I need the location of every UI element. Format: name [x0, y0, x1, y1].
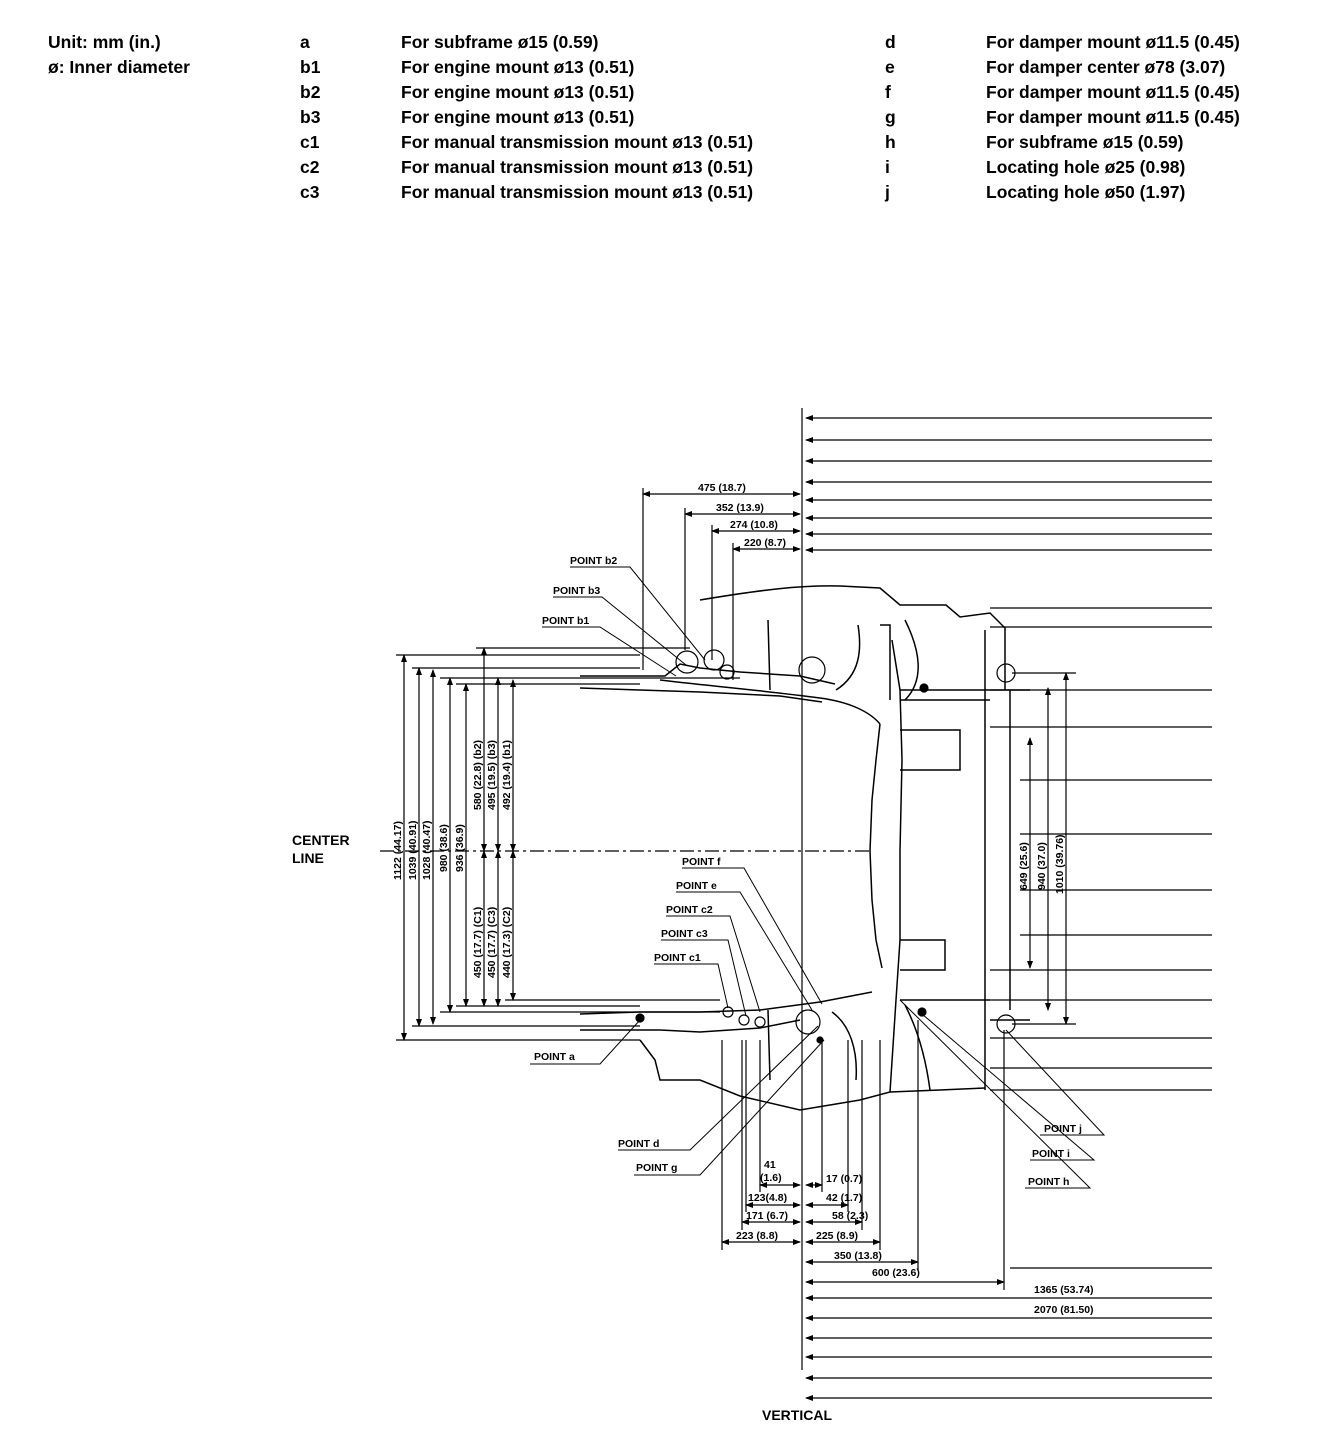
- point-j-label: POINT j: [1044, 1123, 1082, 1135]
- point-b2-label: POINT b2: [570, 555, 617, 567]
- dim-352: 352 (13.9): [716, 502, 764, 514]
- dim-580-b2: 580 (22.8) (b2): [472, 740, 484, 810]
- point-e-label: POINT e: [676, 880, 717, 892]
- bottom-dimension-lines: [721, 1020, 1005, 1290]
- legend-key-b3: b3: [300, 107, 321, 127]
- legend-desc-b3: For engine mount ø13 (0.51): [401, 107, 635, 127]
- dim-440-c2: 440 (17.3) (C2): [501, 907, 513, 978]
- point-c1-label: POINT c1: [654, 952, 701, 964]
- dim-42: 42 (1.7): [826, 1192, 862, 1204]
- dim-58: 58 (2.3): [832, 1210, 868, 1222]
- legend-desc-e: For damper center ø78 (3.07): [986, 57, 1226, 77]
- legend-key-j: j: [885, 182, 890, 202]
- legend-key-i: i: [885, 157, 890, 177]
- dim-350: 350 (13.8): [834, 1250, 882, 1262]
- left-dimension-lines: [380, 647, 872, 1041]
- frame-outline: [579, 585, 1030, 1111]
- point-b3-label: POINT b3: [553, 585, 600, 597]
- legend-key-b1: b1: [300, 57, 321, 77]
- dim-123: 123(4.8): [748, 1192, 787, 1204]
- legend-desc-c2: For manual transmission mount ø13 (0.51): [401, 157, 754, 177]
- dim-1039: 1039 (40.91): [407, 820, 419, 880]
- unit-label: Unit: mm (in.): [48, 32, 161, 52]
- top-dimension-lines: [642, 488, 801, 680]
- legend-desc-f: For damper mount ø11.5 (0.45): [986, 82, 1240, 102]
- legend-key-d: d: [885, 32, 896, 52]
- dim-1010: 1010 (39.76): [1054, 834, 1066, 894]
- dim-220: 220 (8.7): [744, 537, 786, 549]
- legend-desc-a: For subframe ø15 (0.59): [401, 32, 599, 52]
- legend-desc-h: For subframe ø15 (0.59): [986, 132, 1184, 152]
- point-c2-label: POINT c2: [666, 904, 713, 916]
- legend-desc-b1: For engine mount ø13 (0.51): [401, 57, 635, 77]
- point-a-label: POINT a: [534, 1051, 575, 1063]
- legend-desc-d: For damper mount ø11.5 (0.45): [986, 32, 1240, 52]
- legend-desc-c1: For manual transmission mount ø13 (0.51): [401, 132, 754, 152]
- vertical-label: VERTICAL: [762, 1407, 832, 1423]
- point-d-label: POINT d: [618, 1138, 659, 1150]
- dim-17: 17 (0.7): [826, 1173, 862, 1185]
- dim-495-b3: 495 (19.5) (b3): [486, 740, 498, 810]
- dim-171: 171 (6.7): [746, 1210, 788, 1222]
- legend-desc-j: Locating hole ø50 (1.97): [986, 182, 1186, 202]
- legend: Unit: mm (in.) ø: Inner diameter a For s…: [0, 30, 1328, 220]
- legend-key-g: g: [885, 107, 896, 127]
- dim-41-in: (1.6): [760, 1172, 782, 1184]
- legend-desc-g: For damper mount ø11.5 (0.45): [986, 107, 1240, 127]
- dim-2070: 2070 (81.50): [1034, 1304, 1094, 1316]
- legend-key-b2: b2: [300, 82, 321, 102]
- legend-key-c1: c1: [300, 132, 320, 152]
- dim-980: 980 (38.6): [438, 824, 450, 872]
- legend-key-e: e: [885, 57, 895, 77]
- legend-desc-c3: For manual transmission mount ø13 (0.51): [401, 182, 754, 202]
- legend-key-a: a: [300, 32, 310, 52]
- dim-450-c1: 450 (17.7) (C1): [472, 907, 484, 978]
- point-h-label: POINT h: [1028, 1176, 1069, 1188]
- dim-274: 274 (10.8): [730, 519, 778, 531]
- legend-desc-i: Locating hole ø25 (0.98): [986, 157, 1186, 177]
- point-leaders: [530, 566, 1106, 1189]
- right-dimension-lines: [1012, 672, 1076, 1025]
- point-g-label: POINT g: [636, 1162, 677, 1174]
- dim-225: 225 (8.9): [816, 1230, 858, 1242]
- point-b1-label: POINT b1: [542, 615, 589, 627]
- dim-1028: 1028 (40.47): [421, 820, 433, 880]
- dim-1122: 1122 (44.17): [392, 821, 404, 880]
- dim-450-c3: 450 (17.7) (C3): [486, 907, 498, 978]
- dim-223: 223 (8.8): [736, 1230, 778, 1242]
- dim-1365: 1365 (53.74): [1034, 1284, 1094, 1296]
- dim-936: 936 (36.9): [454, 824, 466, 872]
- dim-600: 600 (23.6): [872, 1267, 920, 1279]
- point-c3-label: POINT c3: [661, 928, 708, 940]
- legend-key-f: f: [885, 82, 891, 102]
- dim-475: 475 (18.7): [698, 482, 746, 494]
- dim-940: 940 (37.0): [1036, 842, 1048, 890]
- legend-key-c3: c3: [300, 182, 320, 202]
- center-line-label-2: LINE: [292, 850, 324, 866]
- center-line-label: CENTER: [292, 832, 350, 848]
- legend-desc-b2: For engine mount ø13 (0.51): [401, 82, 635, 102]
- point-f-label: POINT f: [682, 856, 721, 868]
- legend-key-h: h: [885, 132, 896, 152]
- diameter-note: ø: Inner diameter: [48, 57, 190, 77]
- dim-492-b1: 492 (19.4) (b1): [501, 740, 513, 810]
- legend-key-c2: c2: [300, 157, 320, 177]
- dim-41: 41: [764, 1159, 776, 1171]
- dim-649: 649 (25.6): [1018, 842, 1030, 890]
- mount-circles: [635, 649, 1016, 1044]
- point-i-label: POINT i: [1032, 1148, 1070, 1160]
